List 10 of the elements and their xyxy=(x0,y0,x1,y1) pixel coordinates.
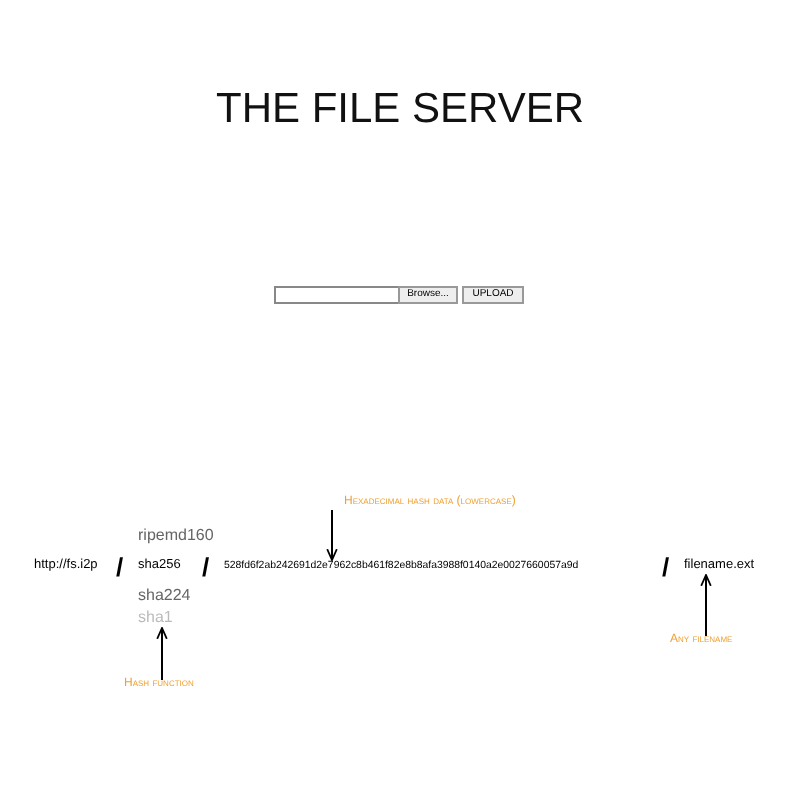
hash-option: sha224 xyxy=(138,588,191,604)
leader-arrow xyxy=(326,509,338,561)
hash-option: ripemd160 xyxy=(138,528,214,544)
leader-arrow xyxy=(156,627,168,681)
page-title: THE FILE SERVER xyxy=(214,88,586,130)
path-separator: / xyxy=(662,554,670,580)
leader-arrow xyxy=(700,574,712,637)
path-separator: / xyxy=(116,554,124,580)
hash-option: sha1 xyxy=(138,610,173,626)
path-separator: / xyxy=(202,554,210,580)
